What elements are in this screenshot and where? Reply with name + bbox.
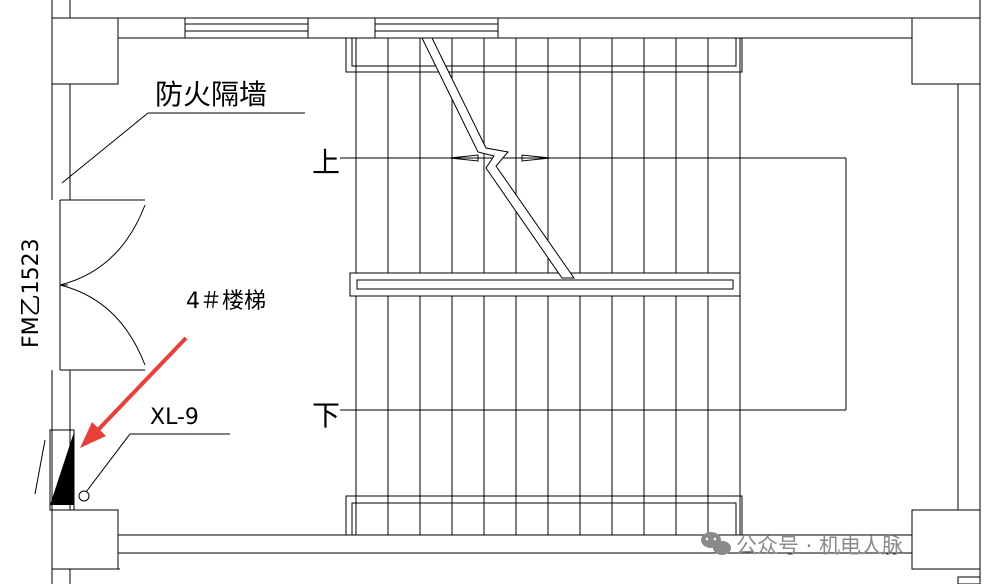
- firewall-label: 防火隔墙: [155, 78, 267, 111]
- firewall-leader: [61, 112, 305, 184]
- watermark: 公众号 · 机电人脉: [701, 532, 903, 558]
- door-label: FM乙1523: [19, 238, 44, 348]
- wechat-icon: [701, 532, 731, 555]
- up-label: 上: [312, 146, 340, 179]
- door-swing: [59, 199, 146, 371]
- columns: [51, 17, 981, 570]
- watermark-text: 公众号 · 机电人脉: [736, 534, 903, 558]
- xl9-leader: [34, 433, 230, 497]
- cut-line: [421, 37, 575, 279]
- red-arrow-icon: [80, 336, 188, 448]
- handrails: [345, 37, 743, 536]
- down-label: 下: [312, 399, 340, 432]
- equipment-label: XL-9: [150, 405, 199, 430]
- distribution-box: [49, 429, 90, 511]
- stair-label: 4＃楼梯: [186, 289, 266, 314]
- windows: [184, 17, 981, 584]
- stair-treads: [355, 38, 741, 535]
- direction-lines: [340, 154, 847, 411]
